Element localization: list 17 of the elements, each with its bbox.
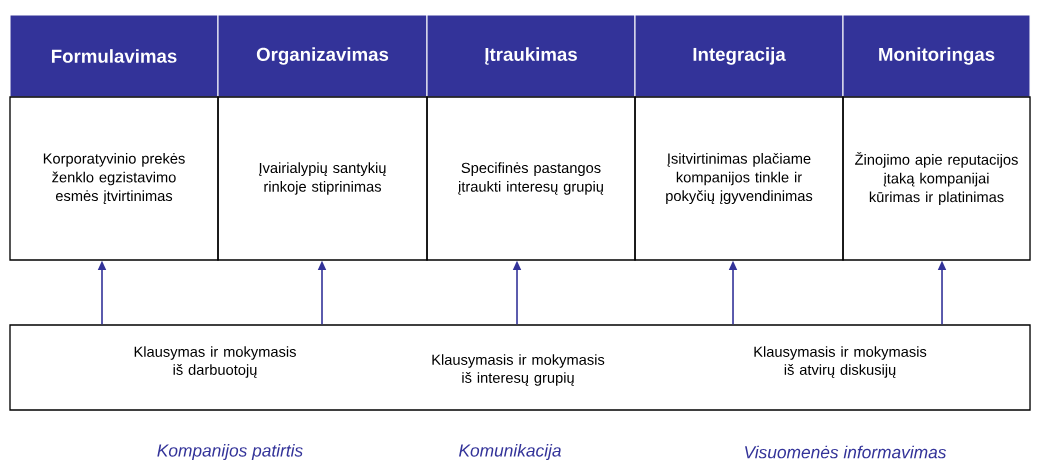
text-box: Įvairialypių santykių rinkoje stiprinimas bbox=[217, 96, 428, 261]
text-box: Žinojimo apie reputacijos įtaką kompanijai kūrimas ir platinimas bbox=[842, 96, 1031, 261]
section-label: Komunikacija bbox=[459, 443, 561, 461]
column-header: Monitoringas bbox=[842, 14, 1031, 98]
band-text: Klausymasis ir mokymasis iš atvirų diskusijų bbox=[754, 346, 927, 378]
source-band bbox=[9, 324, 1031, 411]
text-box: Korporatyvinio prekės ženklo egzistavimo esmės įtvirtinimas bbox=[9, 96, 219, 261]
section-label: Visuomenės informavimas bbox=[745, 445, 947, 459]
section-label: Kompanijos patirtis bbox=[157, 443, 303, 461]
text-box: Įsitvirtinimas plačiame kompanijos tinkle ir pokyčių įgyvendinimas bbox=[634, 96, 844, 261]
column-header: Formulavimas bbox=[9, 14, 219, 98]
column-header: Integracija bbox=[634, 14, 844, 98]
band-text: Klausymas ir mokymasis iš darbuotojų bbox=[134, 346, 296, 378]
column-header: Įtraukimas bbox=[426, 14, 636, 98]
band-text: Klausymasis ir mokymasis iš interesų grupių bbox=[432, 354, 605, 386]
text-box: Specifinės pastangos įtraukti interesų grupių bbox=[426, 96, 636, 261]
column-header: Organizavimas bbox=[217, 14, 428, 98]
